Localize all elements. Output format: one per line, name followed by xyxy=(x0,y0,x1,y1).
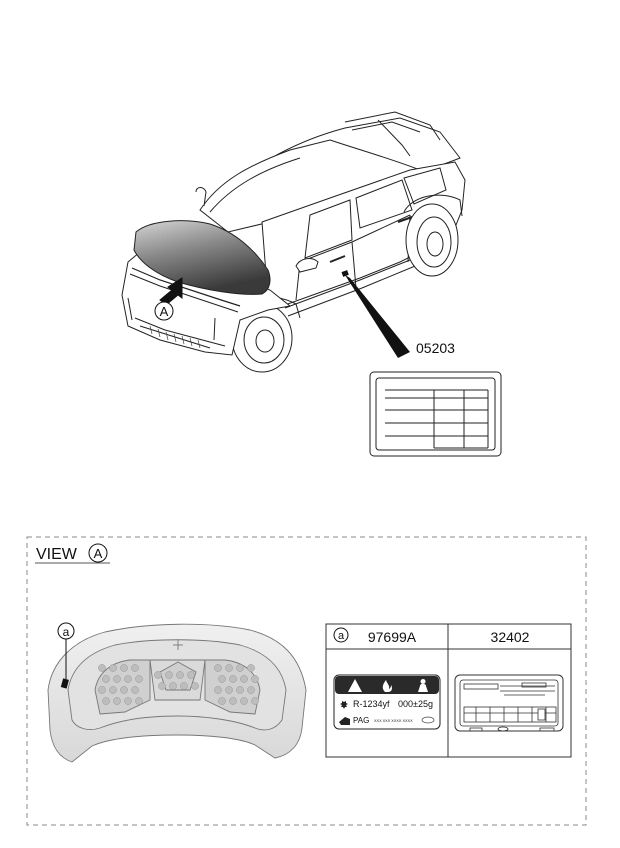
refrigerant-label-illustration: R-1234yf 000±25g PAG XXX XXX XXXX XXXX xyxy=(333,674,441,730)
hood-hole xyxy=(120,664,128,672)
view-title: VIEW xyxy=(36,546,78,563)
hood-hole xyxy=(229,697,237,705)
hood-hole xyxy=(120,686,128,694)
hood-hole xyxy=(247,686,255,694)
part-number-97699a: 97699A xyxy=(368,629,417,645)
hood-hole xyxy=(113,675,121,683)
refrigerant-text: R-1234yf xyxy=(353,699,390,709)
hood-hole xyxy=(165,671,173,679)
hood-hole xyxy=(236,664,244,672)
hood-hole xyxy=(187,671,195,679)
oil-can-icon xyxy=(339,717,350,725)
tire-label-illustration xyxy=(454,674,564,732)
hood-hole xyxy=(251,697,259,705)
hood-hole xyxy=(109,686,117,694)
hood-hole xyxy=(218,697,226,705)
table-ref-letter: a xyxy=(338,630,345,642)
hood-hole xyxy=(218,675,226,683)
hood-hole xyxy=(131,686,139,694)
callout-a-letter: A xyxy=(160,304,169,319)
view-letter: A xyxy=(94,546,103,561)
part-number-32402: 32402 xyxy=(491,629,530,645)
hood-hole xyxy=(98,686,106,694)
hood-hole xyxy=(191,682,199,690)
person-book-icon xyxy=(418,679,428,692)
callout-a: A xyxy=(154,301,174,321)
hood-hole xyxy=(169,682,177,690)
hood-hole xyxy=(225,686,233,694)
hood-hole xyxy=(131,664,139,672)
hood-hole xyxy=(124,675,132,683)
warning-triangle-icon xyxy=(348,679,362,692)
flame-icon xyxy=(382,680,392,692)
hood-hole xyxy=(225,664,233,672)
gear-icon xyxy=(340,700,348,709)
oil-text: PAG xyxy=(353,716,369,725)
fine-print: XXX XXX XXXX XXXX xyxy=(374,719,413,723)
hood-hole xyxy=(109,664,117,672)
hood-hole xyxy=(135,697,143,705)
hood-shape xyxy=(133,220,271,295)
table-ref-circle xyxy=(333,627,349,643)
view-letter-circle xyxy=(88,543,108,563)
charge-text: 000±25g xyxy=(398,699,433,709)
hood-hole xyxy=(240,675,248,683)
hood-hole xyxy=(154,671,162,679)
part-number-05203: 05203 xyxy=(416,340,455,356)
hood-hole xyxy=(135,675,143,683)
hood-hole xyxy=(158,682,166,690)
hood-hole xyxy=(180,682,188,690)
hood-holes xyxy=(98,664,259,705)
info-label-illustration xyxy=(369,371,502,457)
hood-hole xyxy=(113,697,121,705)
hood-hole xyxy=(176,671,184,679)
hood-hole xyxy=(124,697,132,705)
hood-ref-circle xyxy=(57,622,75,640)
hood-hole xyxy=(98,664,106,672)
hood-underside-illustration xyxy=(47,623,307,763)
car-illustration xyxy=(121,111,466,373)
hood-hole xyxy=(240,697,248,705)
hood-hole xyxy=(102,697,110,705)
hood-hole xyxy=(236,686,244,694)
hood-hole xyxy=(247,664,255,672)
door-label-sticker xyxy=(341,270,349,277)
hood-hole xyxy=(102,675,110,683)
view-panel-border xyxy=(26,536,587,826)
hood-hole xyxy=(229,675,237,683)
hood-label-marker xyxy=(60,678,69,689)
hood-ref-letter: a xyxy=(63,625,70,639)
hood-hole xyxy=(214,664,222,672)
leader-wedge xyxy=(345,275,410,358)
hood-hole xyxy=(214,686,222,694)
label-oval xyxy=(421,716,435,724)
hood-hole xyxy=(251,675,259,683)
